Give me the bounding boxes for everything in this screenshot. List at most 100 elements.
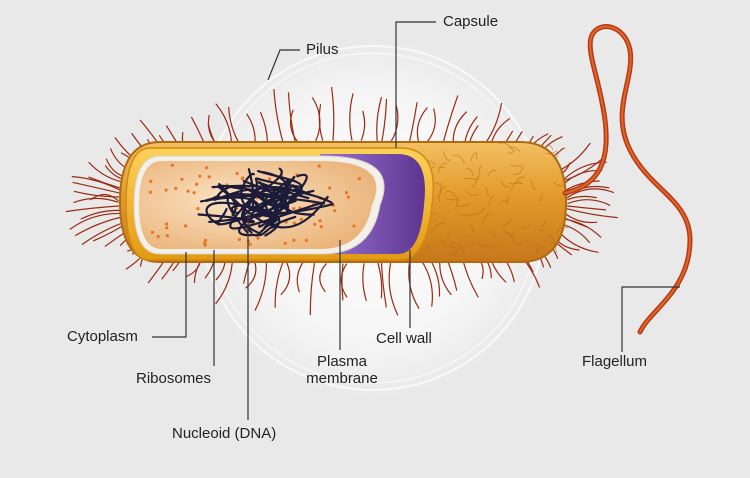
ribosome bbox=[180, 177, 184, 181]
dna-strand bbox=[217, 184, 243, 216]
pilus bbox=[73, 197, 119, 203]
ribosome bbox=[174, 186, 178, 190]
ribosome bbox=[204, 166, 209, 170]
pilus bbox=[349, 93, 354, 141]
ribosome bbox=[164, 188, 168, 192]
capsule-fiber bbox=[483, 244, 497, 250]
capsule-fiber bbox=[463, 178, 479, 181]
capsule-fiber bbox=[547, 145, 554, 151]
ribosome bbox=[198, 174, 202, 178]
dna-strand bbox=[251, 192, 289, 216]
pilus bbox=[260, 111, 269, 145]
capsule-fiber bbox=[465, 190, 479, 196]
pilus bbox=[420, 259, 433, 307]
ribosome bbox=[328, 186, 332, 190]
pilus bbox=[331, 86, 335, 141]
pilus bbox=[280, 261, 291, 296]
capsule-fiber bbox=[452, 154, 465, 164]
pilus bbox=[563, 180, 600, 192]
ribosome bbox=[240, 176, 244, 181]
dna-strand bbox=[205, 201, 280, 226]
ribosome bbox=[248, 242, 252, 246]
cell-wall-label: Cell wall bbox=[376, 330, 432, 347]
capsule-fiber bbox=[506, 150, 516, 154]
pilus bbox=[75, 215, 125, 236]
pilus bbox=[360, 110, 366, 141]
pilus bbox=[71, 176, 123, 192]
capsule-fiber bbox=[492, 229, 497, 237]
plasma-membrane-label-line2: membrane bbox=[306, 370, 378, 387]
capsule-fiber bbox=[516, 241, 522, 246]
capsule-fiber bbox=[430, 222, 446, 233]
ribosome bbox=[235, 171, 239, 175]
ribosome bbox=[357, 177, 361, 181]
flagellum-label: Flagellum bbox=[582, 353, 648, 370]
ribosome bbox=[186, 189, 190, 193]
capsule-fiber bbox=[478, 165, 482, 179]
ribosome bbox=[317, 164, 321, 168]
dna-strand bbox=[230, 204, 273, 214]
pilus bbox=[381, 98, 388, 142]
capsule-fiber bbox=[552, 181, 565, 187]
ribosome bbox=[192, 191, 196, 195]
dna-strand bbox=[261, 171, 315, 216]
capsule-fiber bbox=[547, 235, 557, 244]
dna-strand bbox=[229, 196, 322, 230]
pilus bbox=[73, 190, 120, 198]
pilus bbox=[376, 97, 382, 142]
capsule-fiber bbox=[438, 182, 442, 193]
ribosome bbox=[156, 234, 160, 239]
pilus-label: Pilus bbox=[306, 41, 339, 58]
capsule-fiber bbox=[555, 226, 569, 235]
capsule-fiber bbox=[536, 245, 545, 254]
capsule-fiber bbox=[545, 150, 558, 155]
capsule-fiber bbox=[538, 193, 543, 202]
capsule-fiber bbox=[510, 181, 521, 192]
ribosome bbox=[292, 207, 296, 211]
pilus bbox=[390, 104, 399, 142]
pilus bbox=[362, 263, 367, 302]
ribosome bbox=[352, 224, 356, 228]
capsule-fiber bbox=[478, 241, 486, 248]
ribosome bbox=[165, 222, 169, 226]
pilus bbox=[566, 188, 614, 199]
capsule-fiber bbox=[488, 195, 495, 207]
pilus bbox=[319, 263, 327, 293]
capsule-fiber bbox=[437, 162, 448, 173]
pilus bbox=[273, 89, 284, 143]
capsule-fiber bbox=[508, 146, 521, 152]
nucleoid-dna bbox=[197, 167, 334, 237]
ribosome bbox=[203, 243, 207, 247]
ribosome bbox=[165, 226, 169, 230]
pilus bbox=[254, 259, 268, 311]
cytoplasm-label: Cytoplasm bbox=[67, 328, 138, 345]
capsule-fiber bbox=[549, 241, 558, 254]
pilus bbox=[388, 262, 399, 316]
ribosome bbox=[333, 209, 337, 213]
ribosome bbox=[292, 221, 297, 225]
pilus bbox=[65, 205, 120, 213]
capsule-fiber bbox=[537, 228, 544, 232]
capsule-fiber bbox=[447, 233, 451, 237]
plasma-membrane-label-line1: Plasma bbox=[316, 353, 368, 370]
flagellum-highlight bbox=[564, 25, 692, 333]
pilus bbox=[274, 261, 284, 308]
capsule-fiber bbox=[438, 186, 447, 198]
capsule-fiber bbox=[470, 152, 477, 162]
capsule-leader bbox=[395, 21, 436, 148]
ribosome bbox=[165, 234, 169, 238]
ribosome bbox=[237, 237, 242, 242]
capsule-fiber bbox=[512, 166, 525, 176]
dna-strand bbox=[249, 215, 297, 237]
pilus bbox=[566, 208, 618, 219]
pilus bbox=[567, 195, 597, 201]
capsule-fiber bbox=[506, 195, 509, 205]
ribosome bbox=[184, 224, 188, 228]
ribosome bbox=[304, 238, 308, 242]
ribosome bbox=[318, 219, 322, 223]
pilus bbox=[80, 209, 121, 220]
pilus bbox=[309, 262, 315, 316]
ribosomes-label: Ribosomes bbox=[136, 370, 212, 387]
capsule-fiber bbox=[498, 142, 514, 152]
